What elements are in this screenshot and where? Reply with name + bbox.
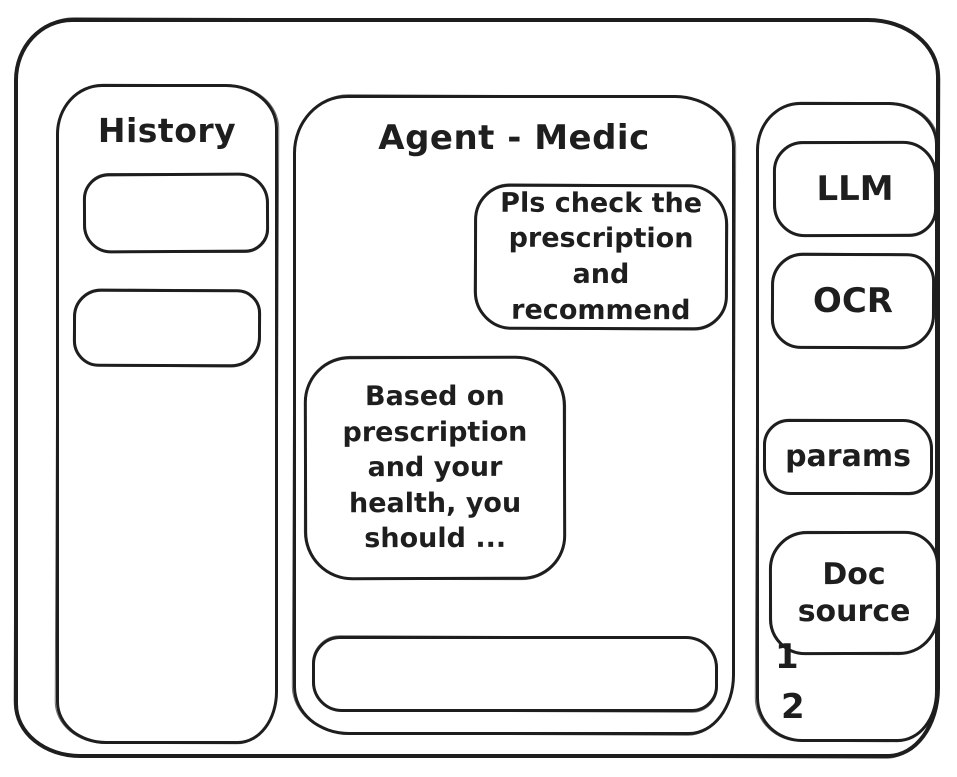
- history-panel: History: [56, 84, 278, 744]
- doc-source-item[interactable]: 2: [781, 687, 805, 727]
- app-frame: History Agent - Medic Pls check the pres…: [14, 18, 940, 758]
- user-message-bubble: Pls check the prescription and recommend: [473, 183, 729, 331]
- agent-message-bubble: Based on prescription and your health, y…: [303, 355, 567, 581]
- tools-panel: LLM OCR params Doc source 1 2: [756, 102, 940, 742]
- params-button[interactable]: params: [763, 419, 933, 495]
- chat-panel: Agent - Medic Pls check the prescription…: [293, 95, 735, 735]
- chat-message-input[interactable]: [315, 639, 715, 709]
- chat-input-bar: [312, 636, 718, 712]
- llm-button[interactable]: LLM: [772, 140, 938, 238]
- ocr-button[interactable]: OCR: [770, 252, 936, 350]
- chat-panel-title: Agent - Medic: [378, 118, 650, 158]
- doc-source-item[interactable]: 1: [775, 637, 799, 677]
- history-panel-title: History: [97, 111, 237, 150]
- history-list-item[interactable]: [82, 172, 270, 254]
- history-list-item[interactable]: [72, 288, 262, 368]
